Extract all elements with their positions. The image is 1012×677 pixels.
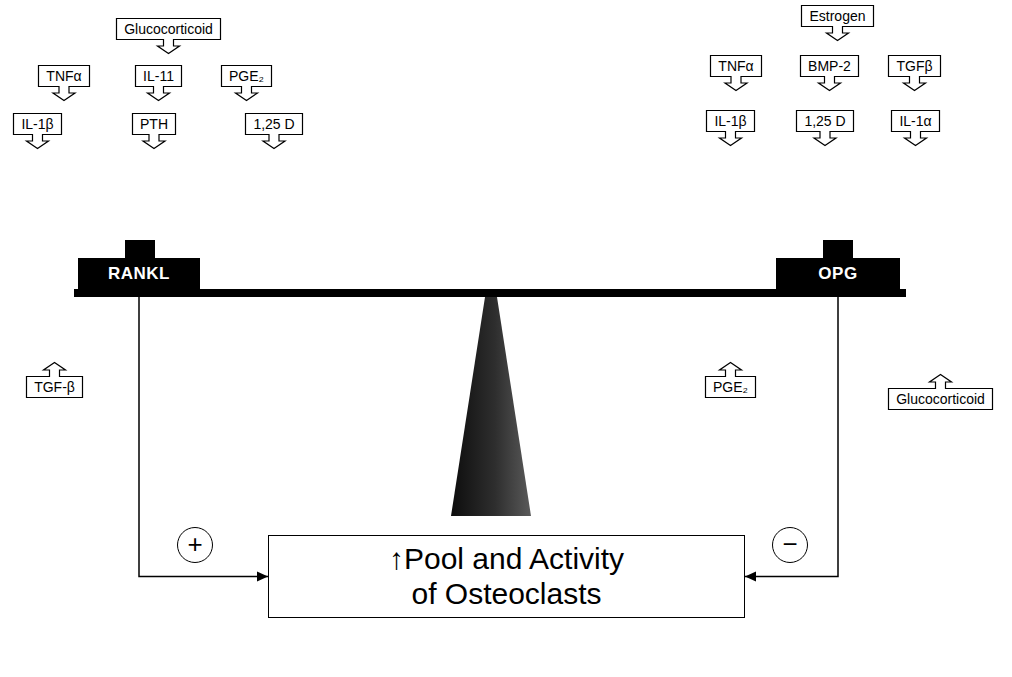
factor-box: IL-1β: [13, 113, 62, 149]
factor-outline-path: [892, 111, 940, 146]
factor-outline-path: [889, 56, 941, 91]
sign-symbol: +: [187, 529, 202, 559]
factor-box-up: Glucocorticoid: [888, 374, 993, 410]
factor-label: TNFα: [38, 65, 90, 87]
factor-label: BMP-2: [800, 55, 859, 77]
factor-label: 1,25 D: [796, 110, 854, 132]
factor-label: IL-11: [135, 65, 182, 87]
factor-label: IL-1β: [706, 110, 755, 132]
factor-outline-path: [222, 66, 272, 101]
factor-label: PGE₂: [221, 65, 272, 87]
factor-outline-path: [711, 56, 762, 91]
factor-outline-path: [706, 363, 756, 398]
factor-outline-path: [707, 111, 755, 146]
factor-label: TGFβ: [888, 55, 941, 77]
factor-label: PTH: [132, 113, 176, 135]
balance-weight: OPG: [776, 258, 900, 290]
factor-outline-path: [133, 114, 176, 149]
factor-label: IL-1β: [13, 113, 62, 135]
factor-box: PTH: [132, 113, 176, 149]
weight-label: RANKL: [108, 264, 170, 283]
factor-box: IL-11: [135, 65, 182, 101]
sign-circle: +: [177, 527, 213, 563]
opg-weight-knob: [823, 240, 853, 259]
factor-label: PGE₂: [705, 376, 756, 398]
factor-outline-path: [797, 111, 854, 146]
sign-symbol: −: [782, 529, 797, 559]
factor-outline-path: [801, 56, 859, 91]
outcome-box: ↑Pool and Activity of Osteoclasts: [268, 535, 745, 618]
fulcrum: [451, 297, 531, 516]
factor-label: Estrogen: [801, 5, 874, 27]
factor-box-up: TGF-β: [26, 362, 83, 398]
factor-box: BMP-2: [800, 55, 859, 91]
effect-connector: [745, 290, 838, 577]
factor-outline-path: [136, 66, 182, 101]
factor-label: Glucocorticoid: [116, 18, 221, 40]
rankl-weight-knob: [125, 240, 155, 259]
factor-label: TGF-β: [26, 376, 83, 398]
factor-outline-path: [802, 6, 874, 41]
factor-outline-path: [889, 375, 993, 410]
sign-circle: −: [772, 527, 808, 563]
factor-outline-path: [27, 363, 83, 398]
weight-label: OPG: [818, 264, 857, 283]
factor-outline-path: [39, 66, 90, 101]
factor-box: 1,25 D: [245, 113, 303, 149]
factor-box: Glucocorticoid: [116, 18, 221, 54]
balance-beam: [74, 289, 906, 297]
factor-box: TNFα: [710, 55, 762, 91]
factor-label: IL-1α: [891, 110, 940, 132]
factor-outline-path: [117, 19, 221, 54]
factor-label: TNFα: [710, 55, 762, 77]
outcome-text: ↑Pool and Activity of Osteoclasts: [376, 542, 638, 611]
factor-label: Glucocorticoid: [888, 388, 993, 410]
effect-connector: [139, 290, 268, 577]
factor-box: IL-1α: [891, 110, 940, 146]
factor-box: TGFβ: [888, 55, 941, 91]
factor-label: 1,25 D: [245, 113, 303, 135]
factor-box: Estrogen: [801, 5, 874, 41]
factor-box: 1,25 D: [796, 110, 854, 146]
factor-box-up: PGE₂: [705, 362, 756, 398]
factor-box: TNFα: [38, 65, 90, 101]
factor-box: IL-1β: [706, 110, 755, 146]
balance-weight: RANKL: [78, 258, 200, 290]
factor-outline-path: [246, 114, 303, 149]
factor-outline-path: [14, 114, 62, 149]
factor-box: PGE₂: [221, 65, 272, 101]
